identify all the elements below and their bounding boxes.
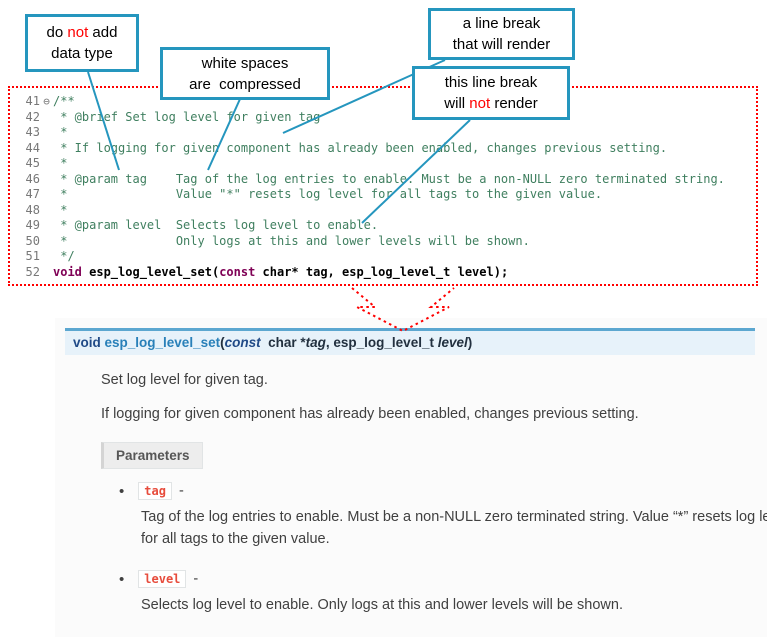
line-number: 49 bbox=[25, 218, 40, 232]
fold-marker-icon bbox=[40, 249, 53, 265]
code-line: 42 * @brief Set log level for given tag bbox=[16, 110, 756, 126]
bullet-icon: • bbox=[119, 482, 125, 500]
sig-keyword-const: const bbox=[224, 335, 261, 350]
code-text: * @param tag Tag of the log entries to e… bbox=[53, 171, 725, 186]
line-number: 43 bbox=[25, 125, 40, 139]
line-number: 44 bbox=[25, 140, 40, 155]
fold-marker-icon bbox=[40, 125, 53, 141]
code-line: 43 * bbox=[16, 125, 756, 141]
callout-linebreak-renders-line1: a line break bbox=[462, 15, 541, 32]
code-text: * If logging for given component has alr… bbox=[53, 140, 668, 155]
fold-marker-icon: ⊖ bbox=[43, 95, 50, 108]
doc-paragraph-detail: If logging for given component has alrea… bbox=[101, 406, 639, 422]
function-signature-bar: void esp_log_level_set(const char *tag, … bbox=[65, 328, 755, 355]
line-number: 51 bbox=[25, 249, 40, 263]
code-line: 44 * If logging for given component has … bbox=[16, 141, 756, 157]
line-number: 48 bbox=[25, 202, 40, 217]
callout-text: do bbox=[46, 24, 68, 41]
code-text: */ bbox=[53, 249, 75, 263]
fold-marker-icon bbox=[40, 265, 53, 281]
line-number: 52 bbox=[25, 264, 40, 279]
sig-type-esp-log-level-t: esp_log_level_t bbox=[333, 335, 438, 350]
code-text: * @param level Selects log level to enab… bbox=[53, 218, 379, 232]
param-desc-tag: Tag of the log entries to enable. Must b… bbox=[141, 509, 767, 547]
fold-marker-icon bbox=[40, 218, 53, 234]
param-desc-level: Selects log level to enable. Only logs a… bbox=[141, 597, 623, 613]
fold-marker-icon bbox=[40, 187, 53, 203]
sig-function-name: esp_log_level_set bbox=[104, 335, 221, 350]
callout-whitespace-line2: are compressed bbox=[189, 75, 301, 93]
bullet-icon: • bbox=[119, 570, 125, 588]
code-line: 41⊖/** bbox=[16, 94, 756, 110]
code-text: * @brief Set log level for given tag bbox=[53, 109, 321, 124]
fold-marker-icon bbox=[40, 156, 53, 172]
sig-paren-close: ) bbox=[467, 335, 473, 350]
fold-marker-icon bbox=[40, 172, 53, 188]
callout-text: render bbox=[490, 95, 538, 112]
code-line: 45 * bbox=[16, 156, 756, 172]
param-dash: - bbox=[193, 571, 199, 587]
callout-whitespace-line1: white spaces bbox=[201, 54, 289, 72]
code-text: /** bbox=[53, 94, 75, 108]
fold-marker-icon bbox=[40, 203, 53, 219]
fold-marker-icon bbox=[40, 234, 53, 250]
code-text: * Only logs at this and lower levels wil… bbox=[53, 233, 530, 248]
keyword-const: const bbox=[219, 264, 256, 279]
code-line: 51 */ bbox=[16, 249, 756, 265]
callout-linebreak-not-render-line2: will not render bbox=[444, 93, 537, 114]
code-text: * bbox=[53, 125, 68, 139]
line-number: 45 bbox=[25, 156, 40, 170]
code-line: 48 * bbox=[16, 203, 756, 219]
sig-arg-tag: tag bbox=[305, 335, 326, 350]
line-number: 42 bbox=[25, 109, 40, 124]
doc-paragraph-brief: Set log level for given tag. bbox=[101, 372, 268, 388]
line-number: 41 bbox=[25, 94, 40, 108]
callout-text-red: not bbox=[469, 95, 491, 112]
code-line: 50 * Only logs at this and lower levels … bbox=[16, 234, 756, 250]
code-line-declaration: 52 void esp_log_level_set(const char* tag… bbox=[16, 265, 756, 281]
callout-linebreak-not-render: this line break will not render bbox=[412, 66, 570, 120]
param-name-chip: level bbox=[138, 570, 187, 588]
code-editor-snippet: 41⊖/** 42 * @brief Set log level for giv… bbox=[8, 86, 758, 286]
sig-type-char: char * bbox=[260, 335, 306, 350]
sig-keyword-void: void bbox=[73, 335, 105, 350]
parameters-header: Parameters bbox=[101, 442, 203, 469]
callout-text-red: not bbox=[67, 24, 89, 41]
code-line: 46 * @param tag Tag of the log entries t… bbox=[16, 172, 756, 188]
callout-no-datatype-line2: data type bbox=[51, 45, 113, 62]
param-item-tag: • tag - bbox=[119, 482, 184, 500]
code-text: * Value "*" resets log level for all tag… bbox=[53, 187, 603, 201]
rendered-docs-panel: void esp_log_level_set(const char *tag, … bbox=[55, 318, 767, 637]
code-text: * bbox=[53, 202, 68, 217]
code-text: * bbox=[53, 156, 68, 170]
declaration-tail: char* tag, esp_log_level_t level); bbox=[255, 264, 509, 279]
callout-no-datatype: do not add data type bbox=[25, 14, 139, 72]
fold-marker-icon bbox=[40, 110, 53, 126]
param-dash: - bbox=[178, 483, 184, 499]
callout-linebreak-renders: a line break that will render bbox=[428, 8, 575, 60]
callout-text: will bbox=[444, 95, 470, 112]
callout-linebreak-renders-line2: that will render bbox=[452, 36, 551, 53]
code-text: void esp_log_level_set(const char* tag, … bbox=[53, 265, 508, 281]
line-number: 50 bbox=[25, 233, 40, 248]
param-item-level: • level - bbox=[119, 570, 198, 588]
param-name-chip: tag bbox=[138, 482, 172, 500]
line-number: 46 bbox=[25, 171, 40, 186]
line-number: 47 bbox=[25, 187, 40, 201]
fold-marker-icon bbox=[40, 141, 53, 157]
function-name: esp_log_level_set( bbox=[81, 264, 220, 279]
callout-no-datatype-line1: do not add bbox=[47, 22, 118, 43]
sig-arg-level: level bbox=[437, 335, 468, 350]
keyword-void: void bbox=[53, 264, 82, 279]
code-line: 47 * Value "*" resets log level for all … bbox=[16, 187, 756, 203]
callout-text: add bbox=[88, 24, 118, 41]
callout-linebreak-not-render-line1: this line break bbox=[444, 74, 538, 91]
callout-whitespace: white spaces are compressed bbox=[160, 47, 330, 100]
sig-separator: , bbox=[325, 335, 334, 350]
code-line: 49 * @param level Selects log level to e… bbox=[16, 218, 756, 234]
sig-paren-open: ( bbox=[220, 335, 225, 350]
